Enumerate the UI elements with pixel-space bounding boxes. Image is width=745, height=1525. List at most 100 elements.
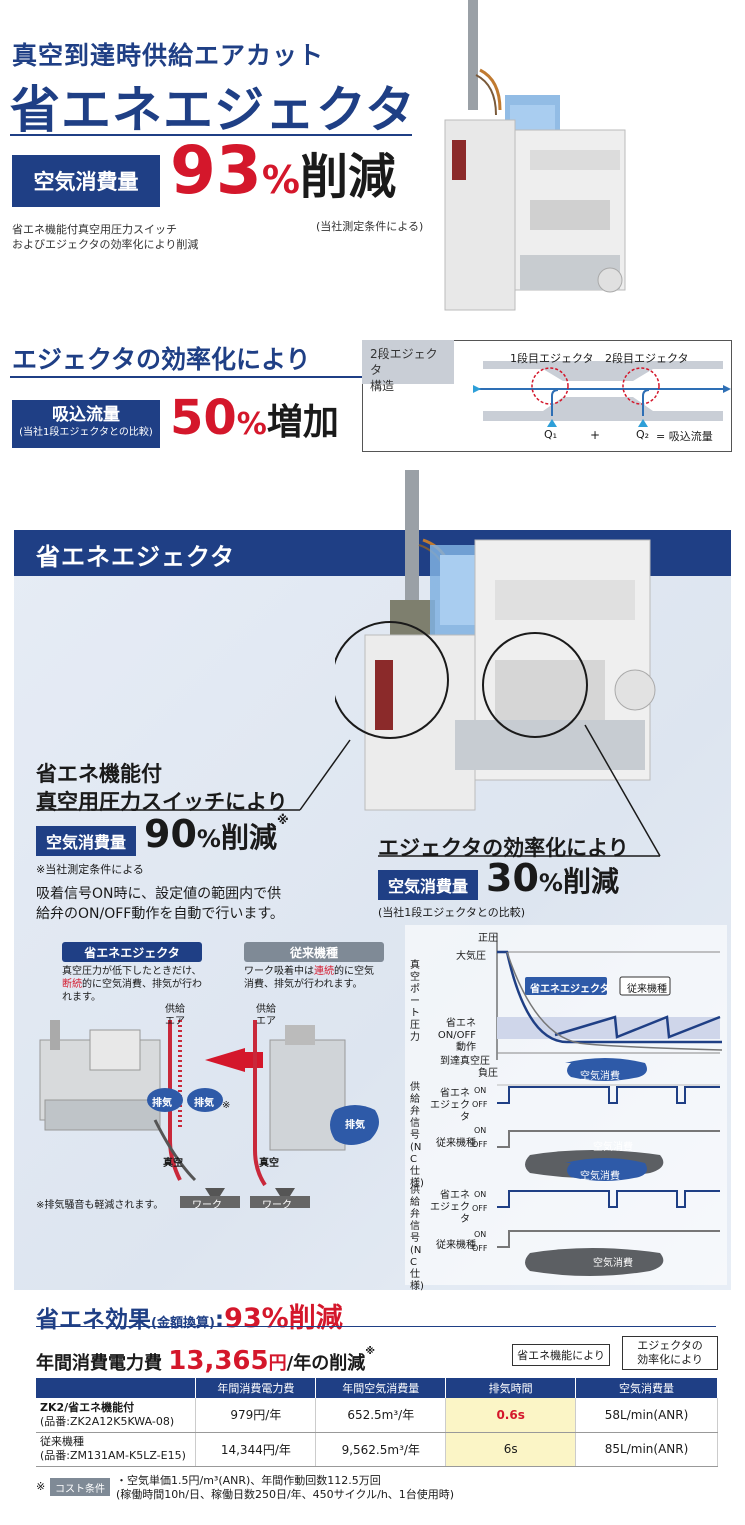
work-label-left: ワーク: [192, 1200, 222, 1211]
work-label-right: ワーク: [262, 1200, 292, 1211]
reach-label: 到達真空圧: [440, 1056, 490, 1067]
claim-93-percent: 93%削減: [170, 132, 396, 209]
supply-signal-axis-2: 供給弁信号(NC仕様): [410, 1185, 424, 1292]
supply-signal-axis-1: 供給弁信号(NC仕様): [410, 1082, 424, 1189]
efficiency-title: エジェクタの効率化により: [12, 345, 311, 374]
vacuum-label-right: 真空: [259, 1158, 279, 1169]
consume-label-2: 空気消費: [593, 1142, 633, 1153]
table-row: ZK2/省エネ機能付(品番:ZK2A12K5KWA-08) 979円/年 652…: [36, 1398, 718, 1433]
table-row: 従来機種(品番:ZM131AM-K5LZ-E15) 14,344円/年 9,56…: [36, 1432, 718, 1467]
callout-energy-function: 省エネ機能により: [512, 1344, 610, 1366]
header-title: 省エネエジェクタ: [10, 81, 416, 139]
cost-table: 年間消費電力費 年間空気消費量 排気時間 空気消費量 ZK2/省エネ機能付(品番…: [36, 1378, 718, 1467]
old-row-label-1: 従来機種: [436, 1138, 476, 1149]
off-4: OFF: [472, 1244, 488, 1253]
row-consume: 58L/min(ANR): [575, 1398, 718, 1433]
claim-description: 省エネ機能付真空用圧力スイッチおよびエジェクタの効率化により削減: [12, 223, 199, 251]
off-3: OFF: [472, 1204, 488, 1213]
plus-sign: +: [590, 428, 601, 442]
note-30: (当社1段エジェクタとの比較): [378, 906, 526, 919]
text-energy-saving: 真空圧力が低下したときだけ、 断続的に空気消費、排気が行わ れます。: [62, 966, 202, 1003]
exhaust-noise-note: ※排気騒音も軽減されます。: [36, 1200, 164, 1211]
cost-cond-tag: コスト条件: [50, 1478, 110, 1496]
comparison-illustration: [39, 1020, 379, 1208]
desc-90: 吸着信号ON時に、設定値の範囲内で供給弁のON/OFF動作を自動で行います。: [36, 886, 284, 922]
old-series-label: 従来機種: [627, 984, 667, 995]
ejector-efficiency-title: エジェクタの効率化により: [378, 836, 629, 860]
efficiency-divider: [10, 376, 362, 378]
switch-title: 省エネ機能付真空用圧力スイッチにより: [36, 762, 288, 814]
on-3: ON: [474, 1190, 487, 1199]
exhaust-label-2: 排気: [194, 1098, 214, 1109]
air-consumption-badge-30: 空気消費量: [378, 870, 478, 900]
se-series-label: 省エネエジェクタ: [530, 984, 610, 995]
row-cost: 979円/年: [195, 1398, 317, 1433]
atm-label: 大気圧: [456, 951, 486, 962]
header-divider: [10, 134, 412, 136]
supply-air-label-left: 供給エア: [165, 1004, 185, 1027]
header-time: 排気時間: [445, 1378, 577, 1398]
label-conventional: 従来機種: [244, 942, 384, 962]
q1-label: Q₁: [544, 428, 558, 441]
header-cost: 年間消費電力費: [195, 1378, 317, 1398]
stage-diagram-tag: 2段エジェクタ構造: [362, 340, 454, 393]
cost-cond-text: ・空気単価1.5円/m³(ANR)、年間作動回数112.5万回(稼働時間10h/…: [116, 1474, 455, 1501]
exhaust-label-3: 排気: [345, 1120, 365, 1131]
row-name: ZK2/省エネ機能付(品番:ZK2A12K5KWA-08): [36, 1398, 197, 1433]
positive-pressure-label: 正圧: [478, 933, 498, 944]
row-time: 6s: [445, 1432, 577, 1467]
effect-title: 省エネ効果(金額換算):93%削減: [36, 1303, 343, 1334]
se-row-label-2: 省エネエジェクタ: [430, 1190, 470, 1225]
q2-label: Q₂: [636, 428, 650, 441]
claim-30-percent: 30%削減: [486, 856, 619, 900]
effect-divider: [36, 1326, 716, 1327]
claim-90-percent: 90%削減※: [144, 812, 289, 856]
text-conventional: ワーク吸着中は連続的に空気 消費、排気が行われます。: [244, 966, 374, 990]
on-1: ON: [474, 1086, 487, 1095]
se-row-label-1: 省エネエジェクタ: [430, 1088, 470, 1123]
header-air: 年間空気消費量: [315, 1378, 447, 1398]
negative-label: 負圧: [478, 1068, 498, 1079]
row-time: 0.6s: [445, 1398, 577, 1433]
annual-savings: 年間消費電力費 13,365円/年の削減※: [36, 1346, 375, 1376]
claim-50-percent: 50%増加: [170, 390, 339, 446]
header-subtitle: 真空到達時供給エアカット: [12, 41, 325, 70]
row-air: 652.5m³/年: [315, 1398, 447, 1433]
label-energy-saving: 省エネエジェクタ: [62, 942, 202, 962]
note-90: ※当社測定条件による: [36, 863, 144, 876]
stage-diagram-graphic: [473, 361, 731, 427]
product-photo-main: [335, 470, 656, 811]
product-photo-top: [444, 0, 626, 311]
cost-cond-mark: ※: [36, 1480, 46, 1493]
suction-eq-label: = 吸込流量: [656, 430, 713, 443]
consume-label-3: 空気消費: [580, 1171, 620, 1182]
consume-label-1: 空気消費: [580, 1071, 620, 1082]
supply-air-label-right: 供給エア: [256, 1004, 276, 1027]
exhaust-label-1: 排気: [152, 1098, 172, 1109]
stage1-label: 1段目エジェクタ: [510, 352, 594, 365]
header-name: [36, 1378, 197, 1398]
table-header-row: 年間消費電力費 年間空気消費量 排気時間 空気消費量: [36, 1378, 718, 1398]
row-air: 9,562.5m³/年: [315, 1432, 447, 1467]
air-consumption-badge-90: 空気消費量: [36, 826, 136, 856]
header-consume: 空気消費量: [575, 1378, 718, 1398]
panel-title: 省エネエジェクタ: [36, 543, 236, 571]
vacuum-port-axis: 真空ポート圧力: [410, 960, 420, 1043]
off-1: OFF: [472, 1100, 488, 1109]
vacuum-label-left: 真空: [163, 1158, 183, 1169]
stage2-label: 2段目エジェクタ: [605, 352, 689, 365]
suction-flow-badge: 吸込流量(当社1段エジェクタとの比較): [12, 400, 160, 448]
row-name: 従来機種(品番:ZM131AM-K5LZ-E15): [36, 1432, 197, 1467]
on-2: ON: [474, 1126, 487, 1135]
on-4: ON: [474, 1230, 487, 1239]
air-consumption-badge: 空気消費量: [12, 155, 160, 207]
callout-ejector-efficiency: エジェクタの効率化により: [622, 1336, 718, 1370]
off-2: OFF: [472, 1140, 488, 1149]
timing-chart: [405, 925, 727, 1285]
exhaust-mark: ※: [222, 1100, 231, 1111]
row-consume: 85L/min(ANR): [575, 1432, 718, 1467]
old-row-label-2: 従来機種: [436, 1240, 476, 1251]
consume-label-4: 空気消費: [593, 1258, 633, 1269]
row-cost: 14,344円/年: [195, 1432, 317, 1467]
